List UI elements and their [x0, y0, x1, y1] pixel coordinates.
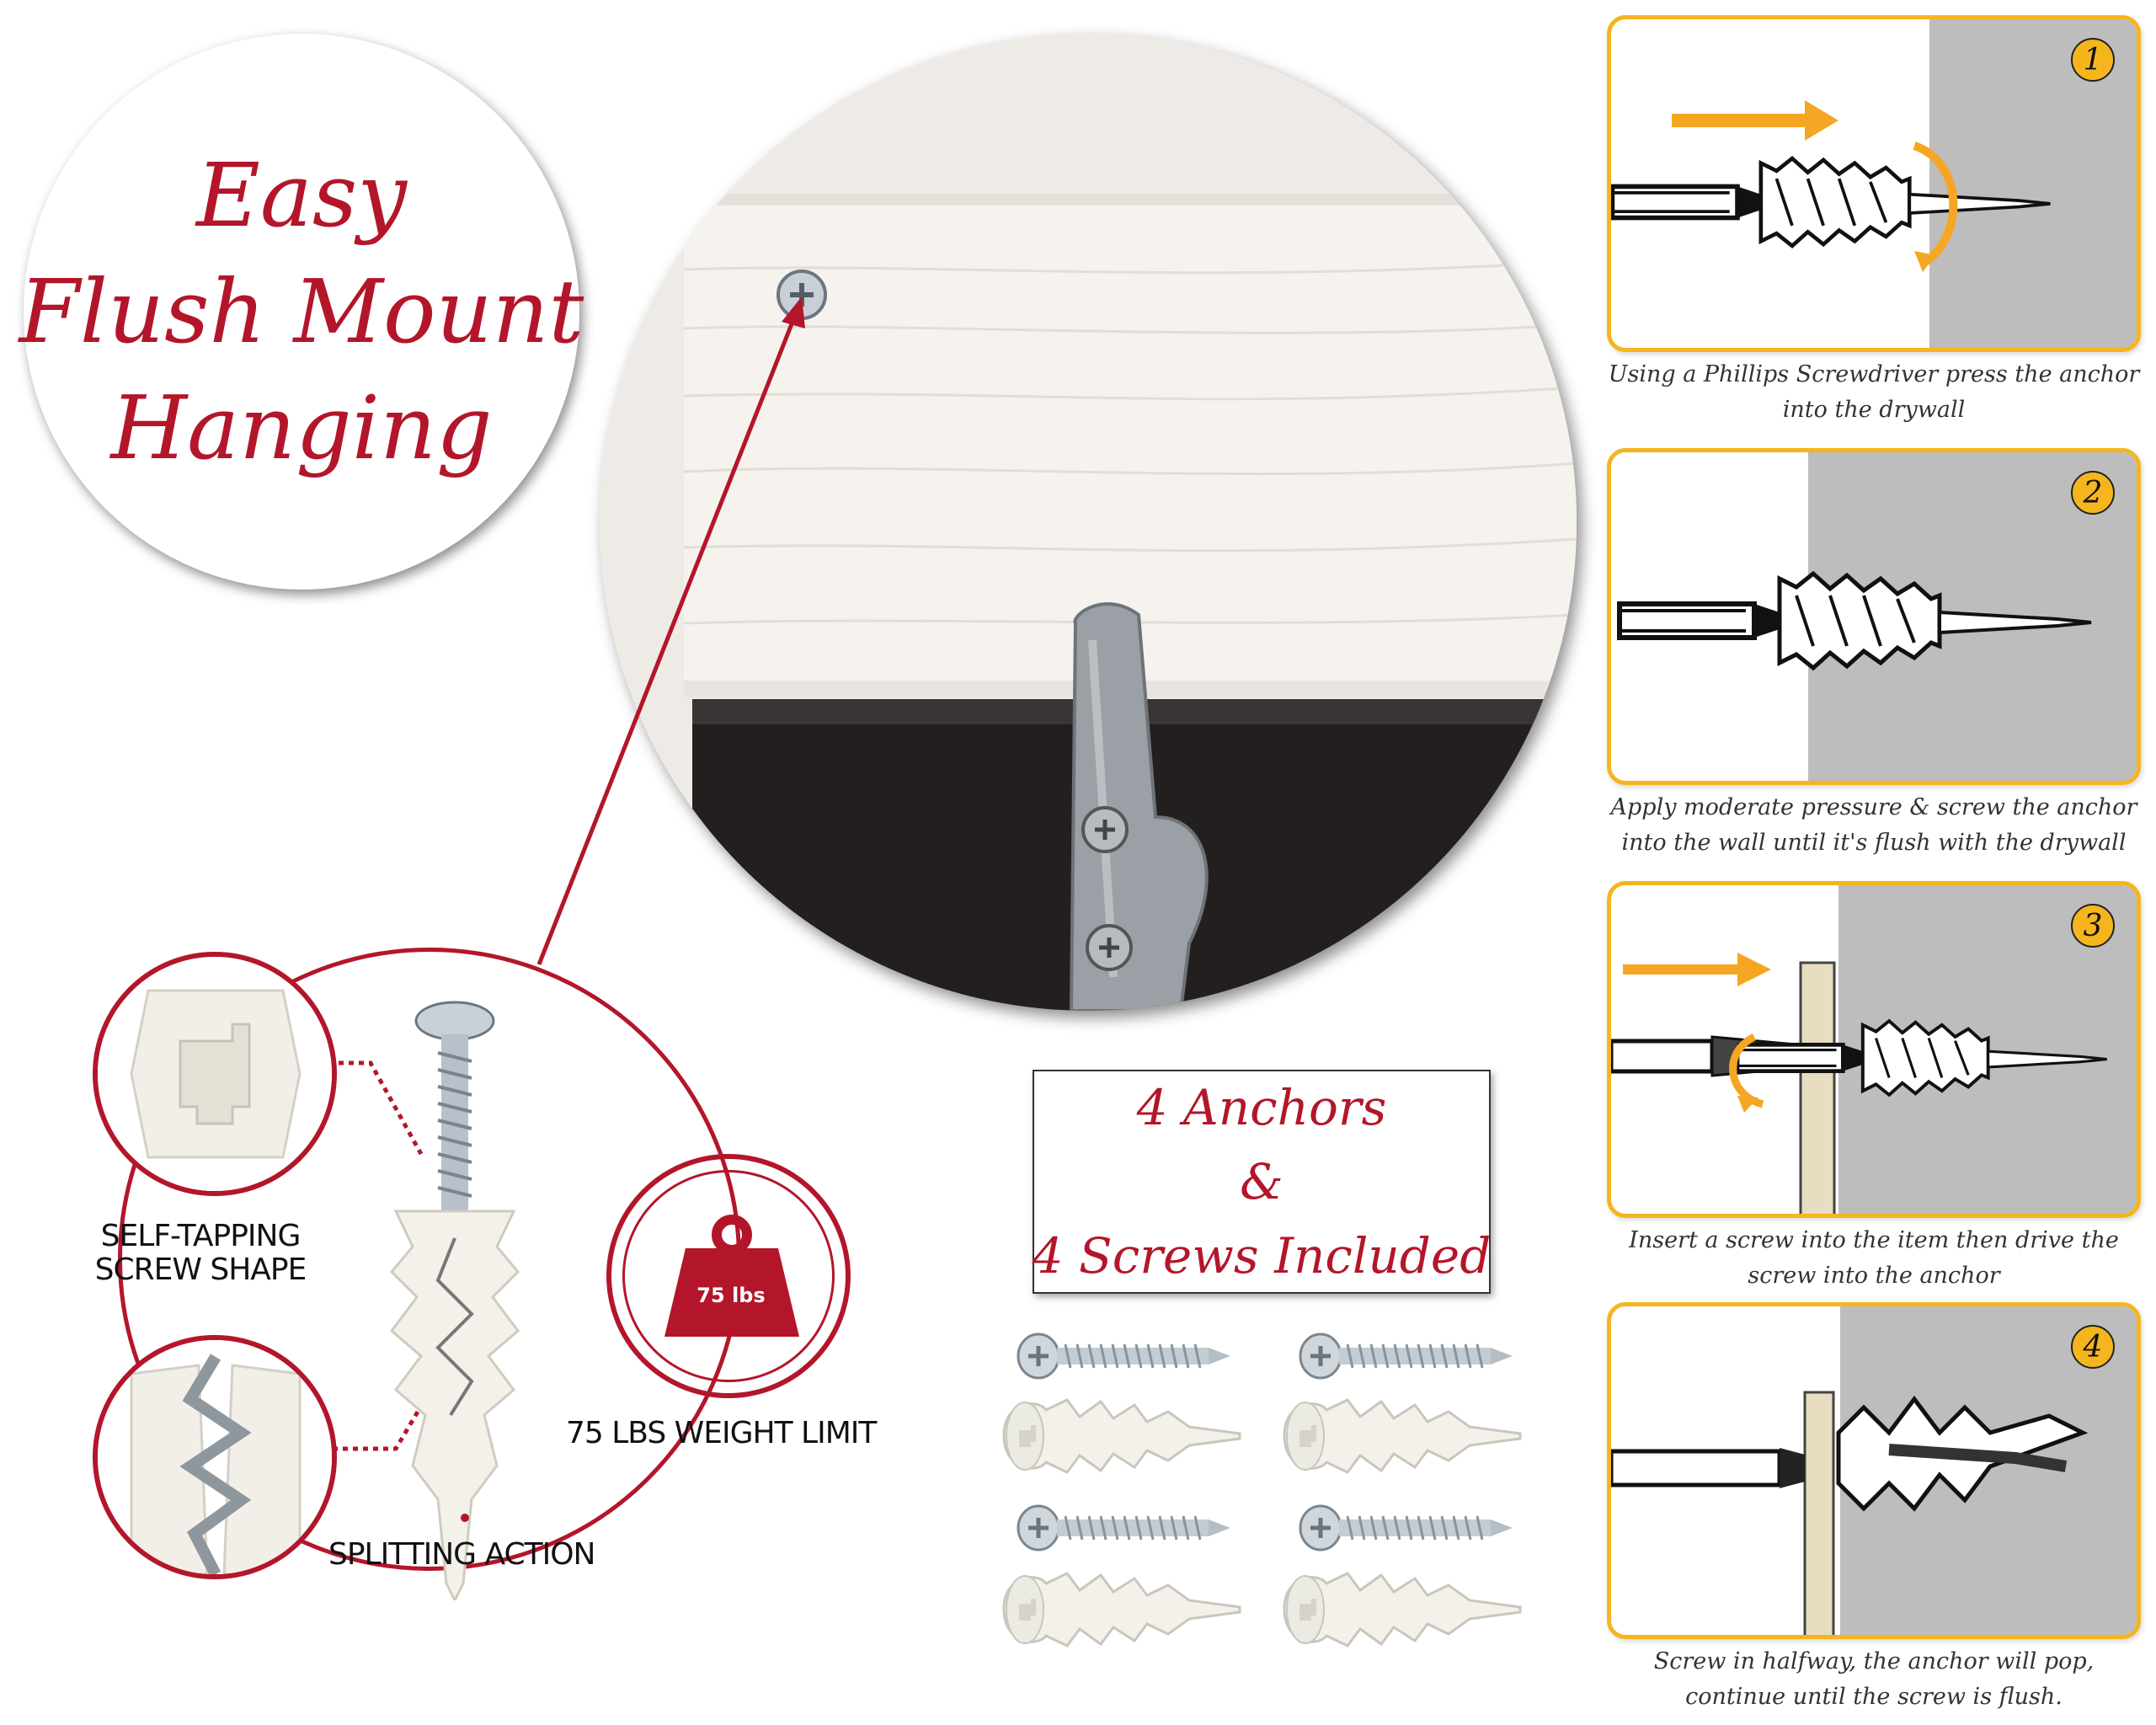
- weight-limit-label: 75 LBS WEIGHT LIMIT: [566, 1416, 877, 1450]
- self-tapping-line-1: SELF-TAPPING: [100, 1219, 302, 1253]
- included-line-1: 4 Anchors: [1136, 1079, 1387, 1136]
- anchor-head-illustration: [98, 957, 332, 1191]
- step-3-caption-line-1: Insert a screw into the item then drive …: [1629, 1227, 2119, 1253]
- screw-4-icon: [1297, 1503, 1516, 1553]
- step-1-panel: 1: [1607, 15, 2141, 352]
- step-3-caption-line-2: screw into the anchor: [1748, 1263, 2000, 1289]
- zoom-splitting: [93, 1335, 337, 1579]
- step-3-illustration: [1611, 885, 2137, 1214]
- anchor-3-icon: [987, 1567, 1257, 1651]
- weight-circle: 75 lbs: [606, 1154, 851, 1398]
- weight-badge-text: 75 lbs: [696, 1284, 766, 1307]
- self-tapping-label: SELF-TAPPING SCREW SHAPE: [74, 1220, 327, 1287]
- step-1-badge: 1: [2071, 38, 2115, 82]
- step-2-panel: 2: [1607, 448, 2141, 785]
- title-circle: Easy Flush Mount Hanging: [19, 34, 584, 590]
- step-4-caption: Screw in halfway, the anchor will pop, c…: [1600, 1644, 2148, 1715]
- step-3-caption: Insert a screw into the item then drive …: [1600, 1223, 2148, 1294]
- step-4-caption-line-2: continue until the screw is flush.: [1685, 1684, 2063, 1710]
- step-4-badge: 4: [2071, 1325, 2115, 1369]
- step-3-panel: 3: [1607, 881, 2141, 1218]
- step-1-caption: Using a Phillips Screwdriver press the a…: [1600, 357, 2148, 428]
- splitting-label: SPLITTING ACTION: [328, 1537, 595, 1572]
- step-1-illustration: [1611, 19, 2137, 348]
- step-2-badge: 2: [2071, 471, 2115, 515]
- anchor-with-screw-illustration: [389, 1001, 520, 1600]
- step-2-illustration: [1611, 452, 2137, 781]
- step-4-caption-line-1: Screw in halfway, the anchor will pop,: [1653, 1648, 2095, 1674]
- step-2-caption-line-1: Apply moderate pressure & screw the anch…: [1610, 794, 2137, 820]
- step-1-caption-line-1: Using a Phillips Screwdriver press the a…: [1608, 361, 2140, 387]
- included-line-2: &: [1240, 1153, 1283, 1210]
- anchor-1-icon: [987, 1393, 1257, 1477]
- step-3-badge: 3: [2071, 904, 2115, 948]
- mounted-item-photo: [600, 34, 1577, 1011]
- zoom-anchor-head: [93, 952, 337, 1196]
- step-1-caption-line-2: into the drywall: [1782, 397, 1966, 423]
- weight-circle-inner: 75 lbs: [622, 1170, 835, 1382]
- included-contents-box: 4 Anchors & 4 Screws Included: [1033, 1070, 1491, 1294]
- title-line-3: Hanging: [110, 377, 493, 479]
- screw-3-icon: [1015, 1503, 1234, 1553]
- step-2-caption: Apply moderate pressure & screw the anch…: [1600, 790, 2148, 861]
- title-line-1: Easy: [195, 144, 408, 247]
- included-line-3: 4 Screws Included: [1032, 1227, 1492, 1284]
- anchor-4-icon: [1267, 1567, 1537, 1651]
- photo-illustration: [600, 34, 1577, 1011]
- step-4-illustration: [1611, 1306, 2137, 1635]
- splitting-illustration: [98, 1340, 332, 1574]
- title-line-2: Flush Mount: [19, 260, 584, 363]
- step-2-caption-line-2: into the wall until it's flush with the …: [1621, 830, 2127, 856]
- anchor-2-icon: [1267, 1393, 1537, 1477]
- screw-2-icon: [1297, 1331, 1516, 1381]
- step-4-panel: 4: [1607, 1302, 2141, 1639]
- screw-1-icon: [1015, 1331, 1234, 1381]
- weight-icon: [664, 1215, 799, 1337]
- self-tapping-line-2: SCREW SHAPE: [94, 1252, 307, 1287]
